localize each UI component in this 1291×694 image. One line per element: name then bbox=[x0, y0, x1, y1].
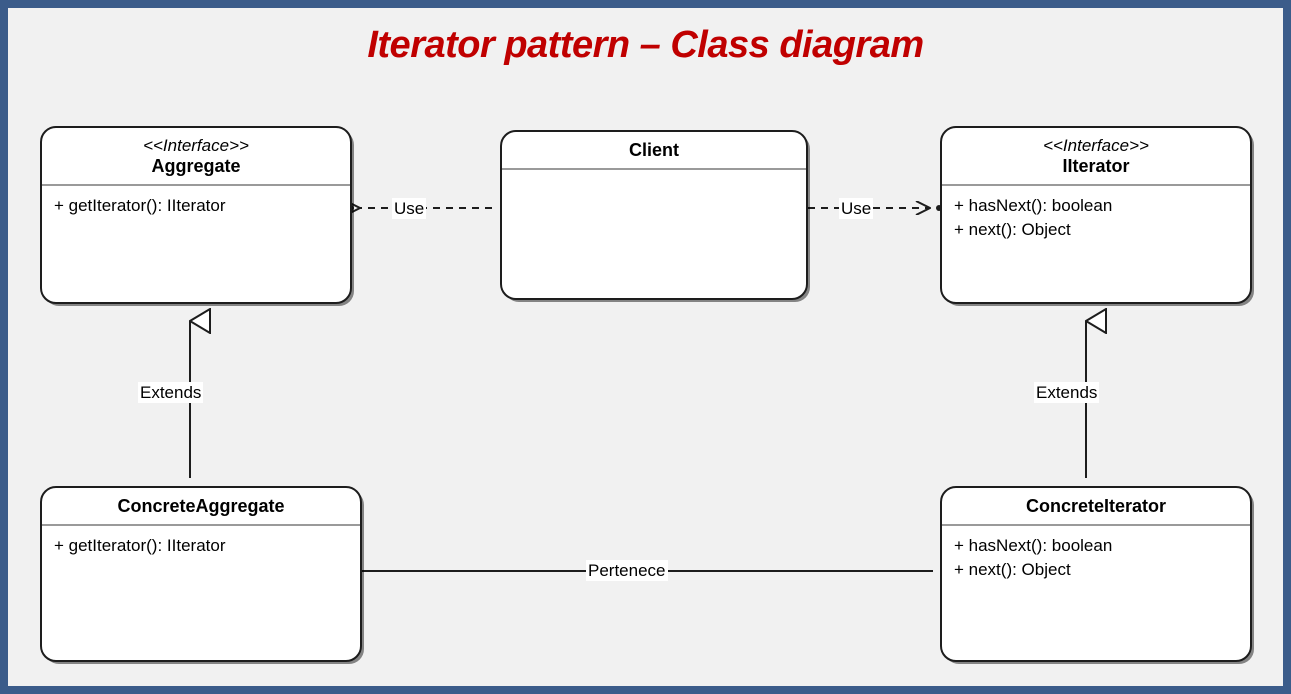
class-members-concreteaggregate: + getIterator(): IIterator bbox=[42, 526, 360, 568]
class-box-aggregate[interactable]: <<Interface>> Aggregate + getIterator():… bbox=[40, 126, 352, 304]
class-name-label: ConcreteAggregate bbox=[117, 496, 285, 516]
compartment-divider bbox=[42, 524, 360, 527]
class-name-label: Aggregate bbox=[151, 156, 241, 177]
class-header-aggregate: <<Interface>> Aggregate bbox=[42, 128, 350, 184]
edge-client-uses-iiterator bbox=[808, 205, 942, 211]
member-item: + getIterator(): IIterator bbox=[54, 536, 226, 556]
edge-label-pertenece: Pertenece bbox=[586, 560, 668, 581]
class-members-aggregate: + getIterator(): IIterator bbox=[42, 186, 350, 228]
class-header-concreteiterator: ConcreteIterator bbox=[942, 488, 1250, 524]
member-item: + getIterator(): IIterator bbox=[54, 196, 226, 216]
compartment-divider bbox=[42, 184, 350, 187]
class-box-client[interactable]: Client bbox=[500, 130, 808, 300]
compartment-divider bbox=[942, 524, 1250, 527]
class-box-concreteaggregate[interactable]: ConcreteAggregate + getIterator(): IIter… bbox=[40, 486, 362, 662]
member-item: + next(): Object bbox=[954, 220, 1071, 240]
class-members-iiterator: + hasNext(): boolean + next(): Object bbox=[942, 186, 1250, 252]
edge-label-use-right: Use bbox=[839, 198, 874, 219]
compartment-divider bbox=[942, 184, 1250, 187]
member-item: + hasNext(): boolean bbox=[954, 536, 1113, 556]
class-box-iiterator[interactable]: <<Interface>> IIterator + hasNext(): boo… bbox=[940, 126, 1252, 304]
class-name-label: IIterator bbox=[1062, 156, 1130, 177]
class-name-label: ConcreteIterator bbox=[1025, 496, 1167, 516]
class-name-label: Client bbox=[628, 140, 679, 160]
class-members-concreteiterator: + hasNext(): boolean + next(): Object bbox=[942, 526, 1250, 592]
member-item: + hasNext(): boolean bbox=[954, 196, 1113, 216]
edge-label-extends-left: Extends bbox=[138, 382, 204, 403]
member-item: + next(): Object bbox=[954, 560, 1071, 580]
edge-label-use-left: Use bbox=[392, 198, 427, 219]
compartment-divider bbox=[502, 168, 806, 171]
stereotype-label: <<Interface>> bbox=[143, 136, 249, 155]
class-box-concreteiterator[interactable]: ConcreteIterator + hasNext(): boolean + … bbox=[940, 486, 1252, 662]
edge-label-extends-right: Extends bbox=[1034, 382, 1100, 403]
stereotype-label: <<Interface>> bbox=[1043, 136, 1149, 155]
class-header-client: Client bbox=[502, 132, 806, 168]
page-title: Iterator pattern – Class diagram bbox=[367, 24, 924, 66]
class-header-concreteaggregate: ConcreteAggregate bbox=[42, 488, 360, 524]
class-header-iiterator: <<Interface>> IIterator bbox=[942, 128, 1250, 184]
